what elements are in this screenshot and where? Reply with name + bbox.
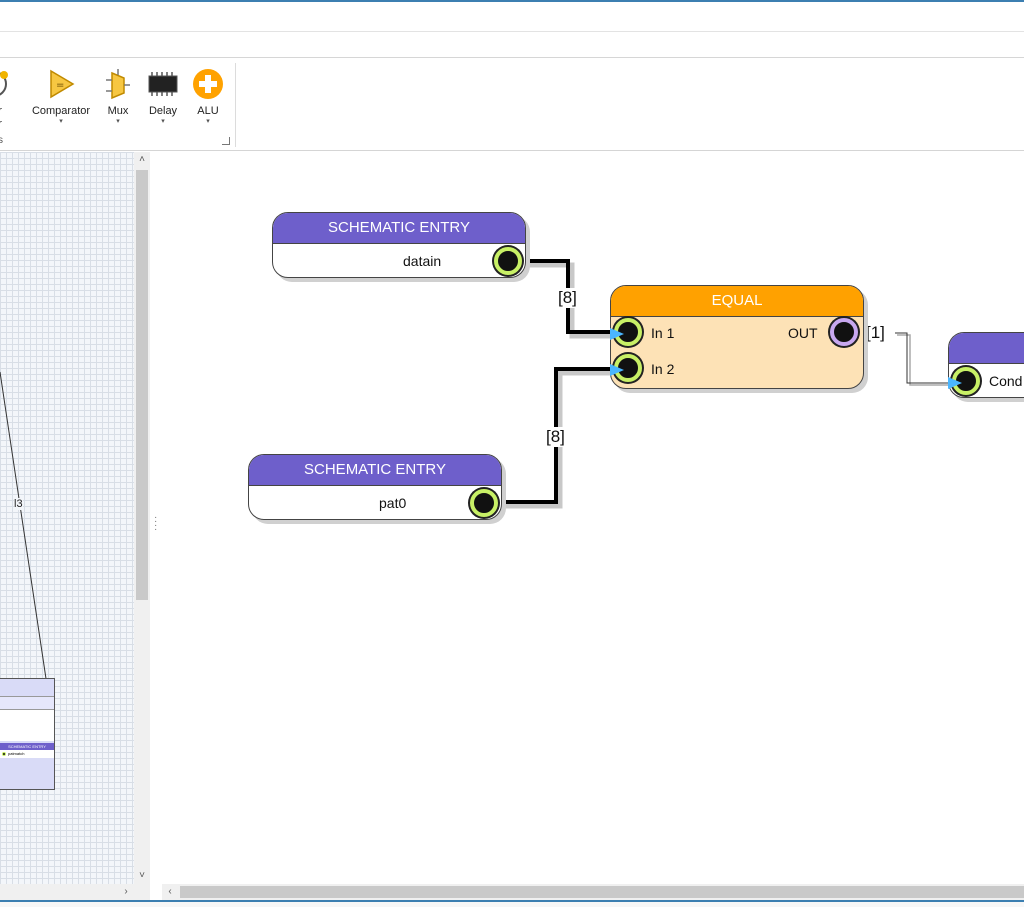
input-port-icon[interactable] [948, 367, 980, 395]
scroll-down-arrow-icon[interactable]: ˅ [139, 870, 145, 881]
wire-out-cond[interactable] [895, 332, 954, 386]
comparator-button[interactable]: = Comparator ▾ [30, 63, 92, 131]
overview-horizontal-scrollbar[interactable]: › [0, 884, 150, 900]
overview-mini-port-icon [2, 752, 6, 756]
alu-button[interactable]: ALU ▾ [190, 63, 226, 131]
chevron-down-icon: ▾ [116, 118, 120, 125]
output-port-icon[interactable] [830, 318, 858, 346]
input-port-1-icon[interactable] [610, 318, 642, 346]
chevron-down-icon: ▾ [161, 118, 165, 125]
title-bar [0, 2, 1024, 32]
wire-width-label: [1] [866, 323, 885, 343]
overview-mini-entry-title: SCHEMATIC ENTRY [0, 743, 54, 750]
svg-text:=: = [56, 80, 64, 91]
chevron-down-icon: ▾ [206, 118, 210, 125]
node-body: SCHEMATIC ENTRY pat0 [248, 454, 502, 520]
input-arrow-icon [610, 364, 624, 376]
input-arrow-icon [610, 328, 624, 340]
overview-block-row [0, 696, 54, 710]
node-title: SCHEMATIC ENTRY [249, 455, 501, 486]
node-body: SCHEMATIC ENTRY datain [272, 212, 526, 278]
mux-label: Mux [107, 105, 129, 117]
input-port-2-icon[interactable] [610, 354, 642, 382]
splitter-grip-icon[interactable]: ···· [154, 512, 158, 535]
ribbon-group-caption: s [0, 135, 3, 146]
cond-label: Cond [989, 373, 1023, 389]
ribbon-separator [235, 63, 236, 147]
node-title: SCHEMATIC ENTRY [273, 213, 525, 244]
wire-width-label: [8] [546, 427, 565, 447]
alu-label: ALU [197, 105, 219, 117]
ribbon-button-label: er [0, 105, 12, 117]
overview-wire [0, 371, 55, 733]
scroll-thumb[interactable] [136, 170, 148, 600]
overview-wire-label: l3 [14, 498, 23, 510]
ribbon-panel: er er = Comparator ▾ Mux ▾ [0, 59, 1024, 151]
cond-block[interactable]: Cond [948, 332, 1024, 402]
ribbon-tab-bar [0, 32, 1024, 58]
overview-pane[interactable]: l3 SCHEMATIC ENTRY patmatch [0, 152, 134, 884]
clock-icon [0, 71, 8, 96]
node-body: EQUAL In 1 In 2 OUT [610, 285, 864, 389]
overview-block[interactable]: SCHEMATIC ENTRY patmatch [0, 678, 55, 790]
delay-chip-icon [148, 72, 178, 96]
entry-label: pat0 [379, 495, 407, 511]
scroll-up-arrow-icon[interactable]: ˄ [139, 154, 145, 165]
output-label: OUT [788, 325, 818, 341]
wire-width-label: [8] [558, 288, 577, 308]
input-1-label: In 1 [651, 325, 675, 341]
ribbon-button-partial[interactable]: er er [0, 63, 12, 131]
output-port-icon[interactable] [470, 489, 498, 517]
output-port-icon[interactable] [494, 247, 522, 275]
canvas-horizontal-scrollbar[interactable]: ‹ [162, 884, 1024, 900]
chevron-down-icon: ▾ [59, 118, 63, 125]
comparator-label: Comparator [31, 105, 91, 117]
overview-mini-entry-port: patmatch [0, 750, 54, 758]
schematic-canvas[interactable]: [8] [8] [1] SCHEMATIC ENTRY datain SCHEM… [162, 152, 1024, 884]
equal-block[interactable]: EQUAL In 1 In 2 OUT [610, 285, 868, 393]
comparator-icon: = [50, 69, 75, 99]
entry-label: datain [403, 253, 442, 269]
node-title: EQUAL [611, 286, 863, 317]
scroll-left-arrow-icon[interactable]: ‹ [168, 886, 172, 897]
overview-block-row [0, 710, 54, 741]
scroll-thumb[interactable] [180, 886, 1024, 898]
ribbon-button-label2: er [0, 118, 12, 130]
mux-icon [106, 69, 130, 100]
schematic-entry-pat0[interactable]: SCHEMATIC ENTRY pat0 [248, 454, 506, 524]
alu-plus-icon [193, 69, 223, 99]
input-arrow-icon [948, 377, 962, 389]
input-2-label: In 2 [651, 361, 675, 377]
mux-button[interactable]: Mux ▾ [100, 63, 136, 131]
delay-button[interactable]: Delay ▾ [143, 63, 183, 131]
status-bar [0, 900, 1024, 907]
dialog-launcher-icon[interactable] [222, 137, 230, 145]
node-body: Cond [948, 332, 1024, 398]
scroll-right-arrow-icon[interactable]: › [124, 886, 128, 897]
node-title [949, 333, 1024, 364]
schematic-entry-datain[interactable]: SCHEMATIC ENTRY datain [272, 212, 530, 282]
overview-vertical-scrollbar[interactable]: ˄ ˅ [134, 152, 150, 884]
delay-label: Delay [148, 105, 178, 117]
